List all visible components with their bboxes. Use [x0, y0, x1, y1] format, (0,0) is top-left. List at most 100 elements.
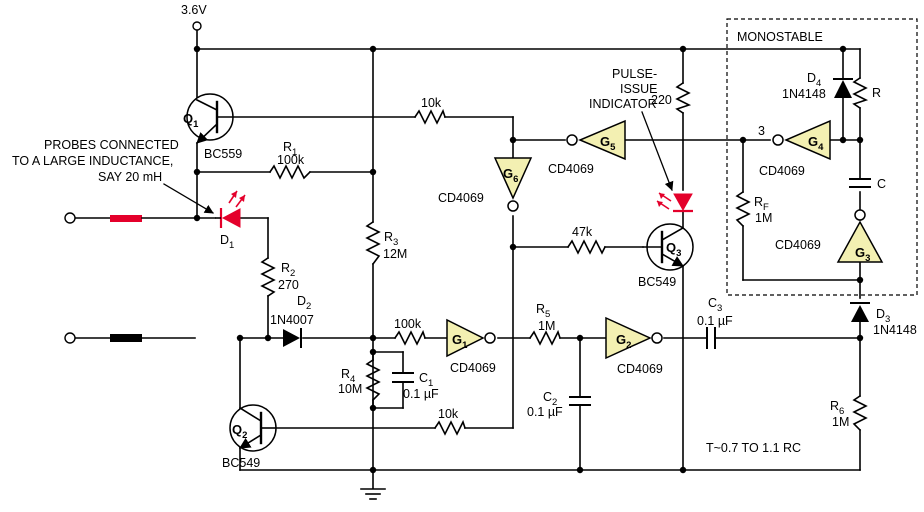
- q1-ref: Q1: [183, 111, 199, 130]
- diode-d1-led: D1: [215, 190, 246, 251]
- c1-ref: C1: [419, 371, 433, 389]
- pulse-note: PULSE- ISSUE INDICATOR: [589, 67, 674, 191]
- r6-value: 1M: [832, 415, 849, 429]
- gate-g5: G5 CD4069: [548, 119, 626, 176]
- led-resistor-value: 220: [651, 93, 672, 107]
- r5-ref: R5: [536, 302, 550, 320]
- r1-ref: R1: [283, 140, 297, 158]
- probe-red: [110, 215, 142, 222]
- r3-ref: R3: [384, 230, 398, 248]
- supply-terminal: 3.6V: [181, 3, 207, 31]
- gate-g4: G4 CD4069 3: [758, 119, 831, 178]
- g3-ref: G3: [855, 245, 870, 264]
- diode-d4: D4 1N4148: [782, 71, 853, 101]
- resistor-led: 220: [651, 81, 692, 115]
- transistor-q1: Q1 BC559: [183, 93, 242, 161]
- g4-ref: G4: [808, 134, 824, 153]
- resistor-rf: RF 1M: [735, 190, 772, 228]
- d3-part: 1N4148: [873, 323, 917, 337]
- resistor-r6: R6 1M: [830, 394, 868, 432]
- r2-value: 270: [278, 278, 299, 292]
- g1-part: CD4069: [450, 361, 496, 375]
- gate-g6: G6 CD4069: [438, 157, 533, 212]
- resistor-r5: R5 1M: [528, 302, 562, 346]
- transistor-q2: Q2 BC549: [222, 404, 277, 470]
- c-ref: C: [877, 177, 886, 191]
- probe-terminal-top: [64, 212, 76, 224]
- resistor-q2-base: 10k: [433, 407, 467, 436]
- capacitor-c3: C3 0.1 µF: [697, 296, 733, 349]
- r1-value: 100k: [277, 153, 305, 167]
- q2-part: BC549: [222, 456, 260, 470]
- d2-part: 1N4007: [270, 313, 314, 327]
- resistor-r3: R3 12M: [365, 220, 407, 266]
- transistor-q3: Q3 BC549: [638, 223, 694, 289]
- timing-formula: T~0.7 TO 1.1 RC: [706, 441, 801, 455]
- r-ref: R: [872, 86, 881, 100]
- resistor-r: R: [852, 76, 881, 110]
- probe-note-line-2: TO A LARGE INDUCTANCE,: [12, 154, 173, 168]
- q1-part: BC559: [204, 147, 242, 161]
- q1-base-value: 10k: [421, 96, 442, 110]
- g6-part: CD4069: [438, 191, 484, 205]
- g6-ref: G6: [503, 166, 518, 185]
- gate-g1: G1 CD4069: [446, 318, 496, 375]
- pulse-note-line-2: ISSUE: [620, 82, 658, 96]
- gate-g3: G3 CD4069: [775, 209, 884, 264]
- probe-black: [110, 334, 142, 342]
- d4-ref: D4: [807, 71, 821, 89]
- r3-value: 12M: [383, 247, 407, 261]
- pulse-indicator-led: [656, 192, 693, 213]
- q2-ref: Q2: [232, 422, 247, 441]
- q3-part: BC549: [638, 275, 676, 289]
- resistor-g1-in: 100k: [393, 317, 427, 346]
- rf-ref: RF: [754, 195, 769, 213]
- g3-part: CD4069: [775, 238, 821, 252]
- probe-note-line-1: PROBES CONNECTED: [44, 138, 179, 152]
- d2-ref: D2: [297, 294, 311, 312]
- q3-ref: Q3: [666, 240, 681, 259]
- resistor-q1-base: 10k: [413, 96, 447, 125]
- wires: [75, 29, 861, 489]
- q2-base-value: 10k: [438, 407, 459, 421]
- g5-part: CD4069: [548, 162, 594, 176]
- q3-base-value: 47k: [572, 225, 593, 239]
- g2-part: CD4069: [617, 362, 663, 376]
- rf-value: 1M: [755, 211, 772, 225]
- g2-ref: G2: [616, 332, 631, 351]
- probe-terminal-bottom: [64, 332, 76, 344]
- diode-d3: D3 1N4148: [850, 302, 917, 337]
- c1-value: 0.1 µF: [403, 387, 439, 401]
- pulse-note-line-1: PULSE-: [612, 67, 657, 81]
- diode-d2: D2 1N4007: [270, 294, 314, 348]
- g1-in-value: 100k: [394, 317, 422, 331]
- monostable-label: MONOSTABLE: [737, 30, 823, 44]
- pulse-note-line-3: INDICATOR: [589, 97, 657, 111]
- r4-ref: R4: [341, 367, 355, 385]
- probes: [64, 212, 198, 344]
- resistor-r1: R1 100k: [268, 140, 312, 180]
- d1-ref: D1: [220, 233, 234, 251]
- resistor-r2: R2 270: [260, 256, 299, 298]
- supply-voltage-label: 3.6V: [181, 3, 207, 17]
- gate-g2: G2 CD4069: [605, 316, 663, 376]
- junction-dots: [193, 45, 864, 474]
- g4-part: CD4069: [759, 164, 805, 178]
- r6-ref: R6: [830, 399, 844, 417]
- resistor-r4: R4 10M: [338, 351, 381, 409]
- c2-value: 0.1 µF: [527, 405, 563, 419]
- monostable-box: MONOSTABLE: [726, 18, 918, 296]
- ground-symbol: [360, 488, 386, 500]
- r2-ref: R2: [281, 261, 295, 279]
- g1-ref: G1: [452, 332, 468, 351]
- d4-part: 1N4148: [782, 87, 826, 101]
- g4-input-pin: 3: [758, 124, 765, 138]
- d3-ref: D3: [876, 307, 890, 325]
- c3-value: 0.1 µF: [697, 314, 733, 328]
- probe-note-line-3: SAY 20 mH: [98, 170, 162, 184]
- capacitor-c: C: [849, 177, 886, 191]
- r4-value: 10M: [338, 382, 362, 396]
- capacitor-c2: C2 0.1 µF: [527, 390, 591, 419]
- g5-ref: G5: [600, 134, 616, 153]
